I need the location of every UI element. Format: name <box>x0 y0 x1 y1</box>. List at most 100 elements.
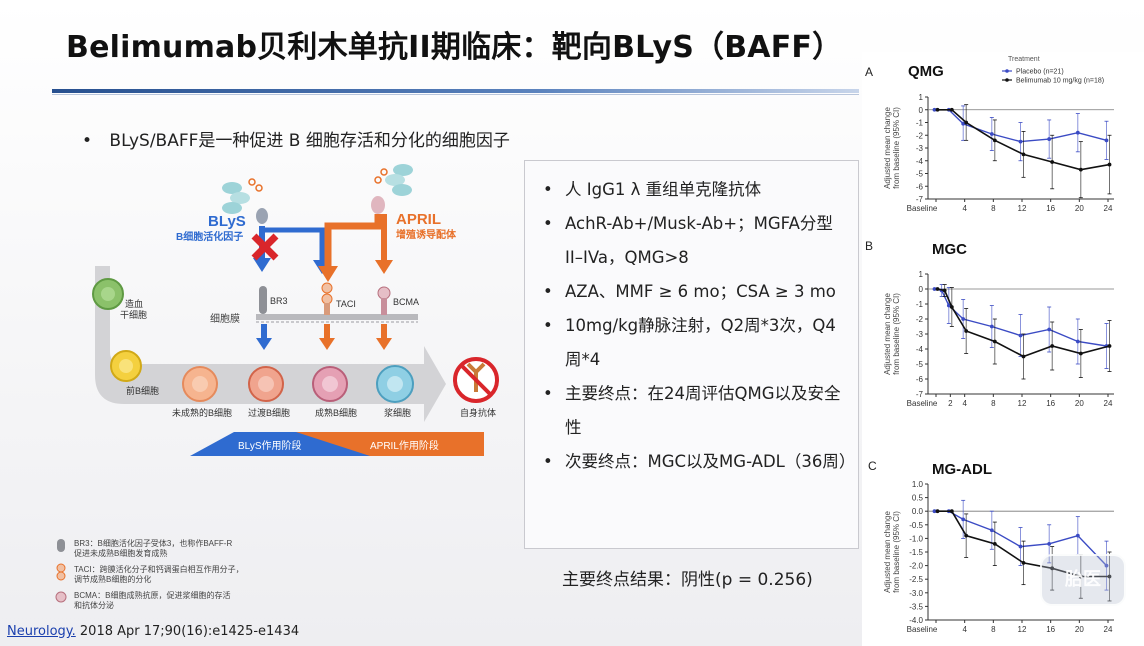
y-tick-label: -1 <box>916 300 924 309</box>
x-tick-label: Baseline <box>907 204 938 213</box>
bullet-dot: • <box>82 131 93 151</box>
panel-letter: C <box>868 459 877 473</box>
chart-title: QMG <box>908 63 944 80</box>
data-point <box>964 120 969 125</box>
data-point <box>935 509 940 514</box>
y-axis-label-line: from baseline (95% CI) <box>892 293 901 375</box>
transitional-b-cell-label: 过渡B细胞 <box>248 407 290 418</box>
y-axis-label-line: Adjusted mean change <box>883 107 892 189</box>
data-point <box>932 509 937 514</box>
legend-title: Treatment <box>1008 56 1040 63</box>
april-label: APRIL <box>396 211 441 228</box>
y-tick-label: -3 <box>916 330 924 339</box>
blys-sublabel: B细胞活化因子 <box>176 230 243 243</box>
legend-bcma-line2: 和抗体分泌 <box>74 600 114 610</box>
bullet-dot: • <box>543 214 553 233</box>
data-point <box>961 517 966 522</box>
data-point <box>1021 560 1026 565</box>
x-tick-label: 4 <box>962 625 967 634</box>
y-axis-label-line: Adjusted mean change <box>883 293 892 375</box>
blys-to-taci-arrow <box>262 227 325 262</box>
y-tick-label: -5 <box>916 170 924 179</box>
april-bcma-arrow-head <box>375 260 393 274</box>
data-point <box>1104 563 1109 568</box>
mature-b-cell-icon <box>312 366 348 402</box>
immature-b-cell-icon <box>182 366 218 402</box>
y-tick-label: -6 <box>916 182 924 191</box>
mechanism-figure-svg: 细胞膜 BLyS B细胞活化因子 APRIL 增殖诱导配体 <box>55 164 499 610</box>
y-tick-label: -2 <box>916 131 924 140</box>
trial-detail-item: • 次要终点：MGC以及MG-ADL（36周） <box>535 445 856 479</box>
legend-label: Belimumab 10 mg/kg (n=18) <box>1016 78 1104 85</box>
main-bullet-text: BLyS/BAFF是一种促进 B 细胞存活和分化的细胞因子 <box>109 131 510 151</box>
x-tick-label: 8 <box>991 204 996 213</box>
data-point <box>989 132 994 136</box>
april-molecule <box>371 164 413 214</box>
data-point <box>1021 152 1026 157</box>
receptor-br3-icon <box>259 286 267 314</box>
data-point <box>992 541 997 546</box>
trial-detail-text: 10mg/kg静脉注射，Q2周*3次，Q4周*4 <box>565 316 836 369</box>
reference-details: 2018 Apr 17;90(16):e1425-e1434 <box>75 624 300 639</box>
receptor-bcma-label: BCMA <box>393 297 419 307</box>
data-point <box>1050 344 1055 348</box>
y-tick-label: -3.5 <box>909 602 923 611</box>
y-tick-label: -2.0 <box>909 562 923 571</box>
primary-endpoint-result: 主要终点结果：阴性(p = 0.256) <box>562 570 813 590</box>
y-axis-label-line: from baseline (95% CI) <box>892 511 901 593</box>
panel-letter: B <box>865 239 873 253</box>
trial-detail-item: •10mg/kg静脉注射，Q2周*3次，Q4周*4 <box>535 309 848 377</box>
block-x-icon <box>251 233 279 261</box>
legend-bcma-icon <box>55 591 67 603</box>
taci-signal-head <box>319 338 335 350</box>
data-point <box>1107 162 1112 167</box>
y-tick-label: -0.5 <box>909 521 923 530</box>
data-point <box>964 533 969 538</box>
data-point <box>932 287 937 291</box>
x-tick-label: 24 <box>1104 399 1113 408</box>
x-tick-label: 4 <box>962 204 967 213</box>
mechanism-figure: 细胞膜 BLyS B细胞活化因子 APRIL 增殖诱导配体 <box>0 0 520 646</box>
data-point <box>961 317 966 321</box>
y-tick-label: -4.0 <box>909 616 923 625</box>
legend-br3-icon <box>57 539 65 552</box>
data-point <box>1018 333 1023 338</box>
title-underline <box>52 89 859 93</box>
data-point <box>1075 339 1080 344</box>
x-tick-label: 20 <box>1075 625 1084 634</box>
bullet-dot: • <box>543 452 553 471</box>
bullet-dot: • <box>543 180 553 199</box>
legend-bcma-text: BCMA：B细胞成熟抗原，促进浆细胞的存活和抗体分泌 <box>74 590 230 610</box>
bullet-dot: • <box>543 384 553 403</box>
data-point <box>1078 574 1083 579</box>
mature-b-cell-label: 成熟B细胞 <box>315 407 357 418</box>
april-stage-label: APRIL作用阶段 <box>370 439 439 452</box>
reference-link[interactable]: Neurology. <box>7 624 76 639</box>
data-point <box>992 138 997 143</box>
data-point <box>961 121 966 126</box>
data-point <box>935 107 940 112</box>
y-tick-label: -2.5 <box>909 575 923 584</box>
legend-swatch-dot <box>1005 78 1009 82</box>
x-tick-label: 12 <box>1018 625 1027 634</box>
april-stage-bar <box>296 432 484 456</box>
x-tick-label: 2 <box>948 399 953 408</box>
legend-br3-line1: BR3：B细胞活化因子受体3，也称作BAFF-R <box>74 538 232 548</box>
data-point <box>1047 541 1052 546</box>
autoantibody-label: 自身抗体 <box>460 407 496 418</box>
data-point <box>992 339 997 344</box>
trial-detail-text: AchR-Ab+/Musk-Ab+；MGFA分型 II–IVa，QMG>8 <box>565 214 833 267</box>
trial-detail-item: • AchR-Ab+/Musk-Ab+；MGFA分型 II–IVa，QMG>8 <box>535 207 848 275</box>
trial-detail-text: 次要终点：MGC以及MG-ADL（36周） <box>565 452 856 471</box>
chart-title: MGC <box>932 241 967 258</box>
blys-stage-label: BLyS作用阶段 <box>238 439 302 452</box>
panel-letter: A <box>865 65 873 79</box>
y-tick-label: 0 <box>919 285 924 294</box>
y-tick-label: -1.5 <box>909 548 923 557</box>
data-point <box>949 509 954 514</box>
y-tick-label: -4 <box>916 345 924 354</box>
bullet-dot: • <box>543 282 553 301</box>
y-tick-label: 0.0 <box>912 507 924 516</box>
trial-details-box: •人 IgG1 λ 重组单克隆抗体 •AchR-Ab+/Musk-Ab+；MGF… <box>524 160 859 549</box>
